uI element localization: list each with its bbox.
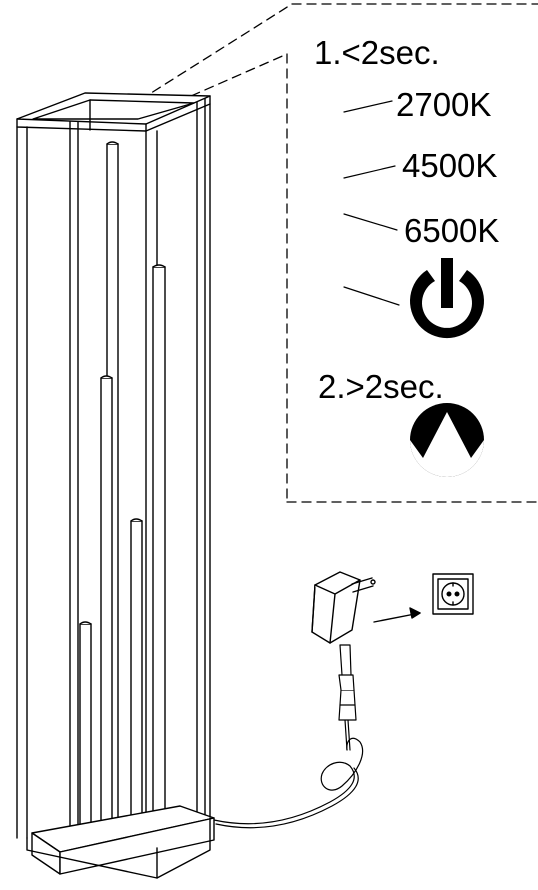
led-rods (79, 141, 166, 849)
lamp-base (26, 805, 215, 879)
power-adapter-icon (311, 571, 376, 644)
color-temp-2700k: 2700K (396, 86, 492, 123)
leader-lines (343, 100, 400, 306)
color-temp-4500k: 4500K (402, 147, 498, 184)
color-temp-6500k: 6500K (404, 212, 500, 249)
wall-socket-icon (432, 573, 474, 615)
power-cable (213, 644, 364, 829)
lamp-frame (16, 92, 211, 849)
long-press-label: 2.>2sec. (318, 368, 444, 405)
short-press-label: 1.<2sec. (314, 34, 440, 71)
dimming-arrow-icon (410, 403, 484, 477)
callout-dashed-frame (139, 3, 538, 503)
insert-arrow (373, 607, 421, 623)
power-icon (410, 258, 485, 339)
